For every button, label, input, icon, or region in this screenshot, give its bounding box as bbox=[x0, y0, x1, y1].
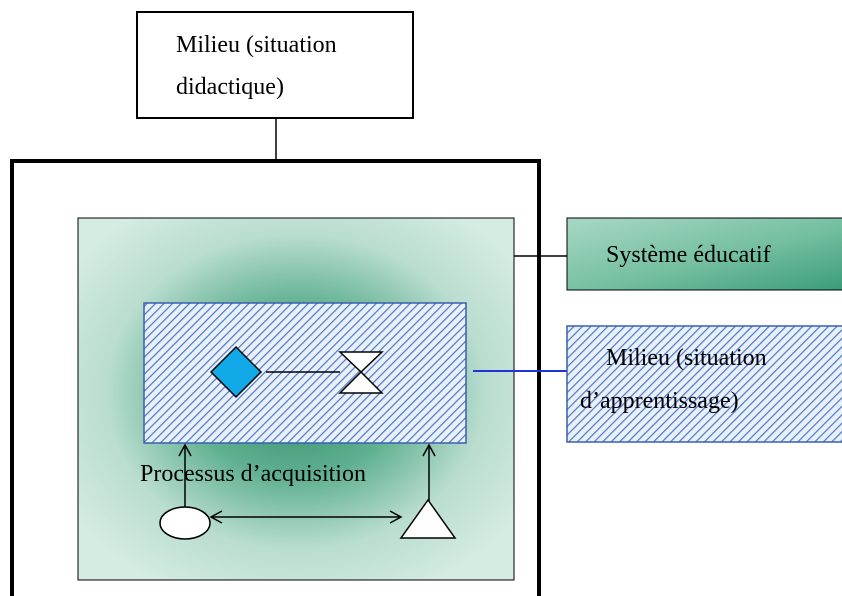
right-up-arrow bbox=[422, 443, 436, 505]
ellipse-icon bbox=[159, 506, 211, 540]
double-arrow bbox=[209, 510, 403, 524]
diamond-icon bbox=[209, 345, 263, 399]
milieu-apprentissage-line1: Milieu (situation bbox=[606, 345, 767, 371]
milieu-apprentissage-box: Milieu (situation d’apprentissage) bbox=[566, 325, 842, 443]
milieu-didactique-line2: didactique) bbox=[176, 74, 284, 100]
hourglass-icon bbox=[338, 351, 384, 394]
triangle-icon bbox=[399, 498, 457, 539]
systeme-educatif-box: Système éducatif bbox=[566, 217, 842, 291]
systeme-educatif-label: Système éducatif bbox=[606, 242, 771, 268]
left-up-arrow bbox=[178, 443, 192, 508]
apprentissage-region bbox=[143, 302, 467, 444]
processus-label: Processus d’acquisition bbox=[140, 461, 366, 487]
milieu-apprentissage-line2: d’apprentissage) bbox=[580, 388, 739, 414]
milieu-didactique-box: Milieu (situation didactique) bbox=[136, 11, 414, 119]
milieu-didactique-line1: Milieu (situation bbox=[176, 32, 337, 58]
